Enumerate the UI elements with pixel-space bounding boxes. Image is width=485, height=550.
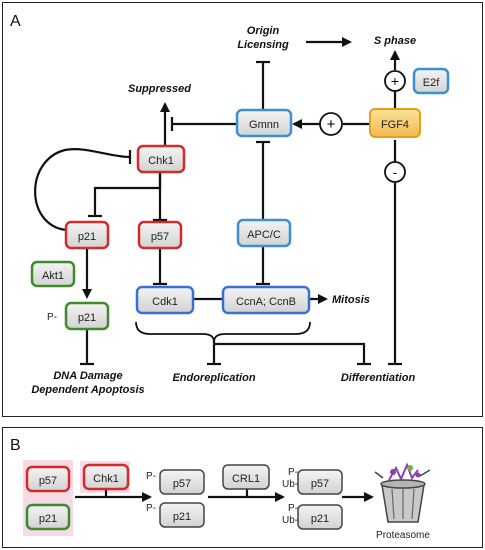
node-b-p21-phos: p21: [159, 502, 205, 528]
node-b-p57-phos: p57: [159, 469, 205, 495]
b-prefix-ub-2: Ub-: [282, 515, 298, 526]
panel-b-edges: [75, 489, 374, 502]
node-chk1: Chk1: [136, 144, 186, 174]
b-prefix-p-1: P-: [146, 471, 156, 482]
node-e2f: E2f: [412, 67, 450, 95]
svg-text:p21: p21: [39, 513, 57, 525]
edge-brace-diff: [214, 342, 366, 364]
label-suppressed: Suppressed: [128, 83, 191, 95]
label-mitosis: Mitosis: [332, 294, 370, 306]
svg-text:+: +: [327, 116, 336, 133]
node-gmnn: Gmnn: [235, 108, 293, 138]
sign-circle-minus: -: [384, 161, 406, 183]
node-b-p57: p57: [25, 465, 71, 493]
label-endoreplication: Endoreplication: [172, 372, 255, 384]
label-dna-damage-1: DNA Damage: [53, 370, 122, 382]
proteasome-label: Proteasome: [376, 530, 430, 541]
svg-text:p21: p21: [173, 511, 191, 523]
svg-text:FGF4: FGF4: [381, 119, 409, 131]
node-apcc: APC/C: [236, 218, 292, 248]
node-ccna-ccnb: CcnA; CcnB: [221, 285, 311, 315]
b-prefix-p-3: P-: [288, 467, 298, 478]
svg-text:APC/C: APC/C: [247, 229, 281, 241]
svg-text:p57: p57: [173, 478, 191, 490]
node-b-p57-ub: p57: [297, 469, 343, 495]
label-s-phase: S phase: [374, 35, 416, 47]
node-p57: p57: [137, 220, 183, 250]
node-b-crl1: CRL1: [222, 464, 270, 490]
svg-text:E2f: E2f: [423, 77, 440, 89]
label-origin-2: Licensing: [237, 39, 289, 51]
phos-prefix-a: P-: [47, 312, 57, 323]
node-fgf4: FGF4: [369, 108, 421, 138]
panel-a-letter: A: [10, 13, 21, 30]
svg-text:Chk1: Chk1: [148, 155, 174, 167]
brace: [135, 321, 311, 343]
svg-text:-: -: [393, 164, 398, 180]
edge-p21-chk1: [34, 148, 131, 232]
node-b-p21-ub: p21: [297, 504, 343, 530]
svg-text:Cdk1: Cdk1: [152, 296, 178, 308]
panel-b-letter: B: [10, 437, 21, 454]
b-prefix-p-4: P-: [288, 503, 298, 514]
proteasome-icon: [374, 462, 431, 523]
svg-text:p21: p21: [311, 513, 329, 525]
node-akt1: Akt1: [30, 260, 76, 288]
panel-a-edges: [34, 37, 402, 366]
svg-text:p57: p57: [151, 231, 169, 243]
label-dna-damage-2: Dependent Apoptosis: [31, 384, 144, 396]
node-cdk1: Cdk1: [135, 285, 195, 315]
svg-text:+: +: [391, 73, 399, 89]
svg-text:CRL1: CRL1: [232, 473, 260, 485]
b-prefix-ub-1: Ub-: [282, 479, 298, 490]
svg-text:Gmnn: Gmnn: [249, 119, 279, 131]
svg-text:p21: p21: [78, 312, 96, 324]
svg-text:p21: p21: [78, 231, 96, 243]
b-prefix-p-2: P-: [146, 503, 156, 514]
label-differentiation: Differentiation: [341, 372, 416, 384]
panel-a: [2, 2, 483, 417]
edge-chk1-p21: [93, 172, 162, 216]
node-b-p21: p21: [25, 503, 71, 531]
sign-circle-sphase: +: [384, 70, 406, 92]
svg-text:p57: p57: [39, 475, 57, 487]
node-p21: p21: [64, 220, 110, 250]
svg-text:Akt1: Akt1: [42, 270, 64, 282]
svg-text:CcnA; CcnB: CcnA; CcnB: [236, 296, 296, 308]
svg-text:Chk1: Chk1: [93, 473, 119, 485]
node-b-chk1: Chk1: [82, 463, 130, 491]
svg-text:p57: p57: [311, 478, 329, 490]
node-p21-phos: p21: [64, 301, 110, 331]
label-origin-1: Origin: [247, 25, 280, 37]
sign-circle-gmnn: +: [319, 112, 343, 136]
